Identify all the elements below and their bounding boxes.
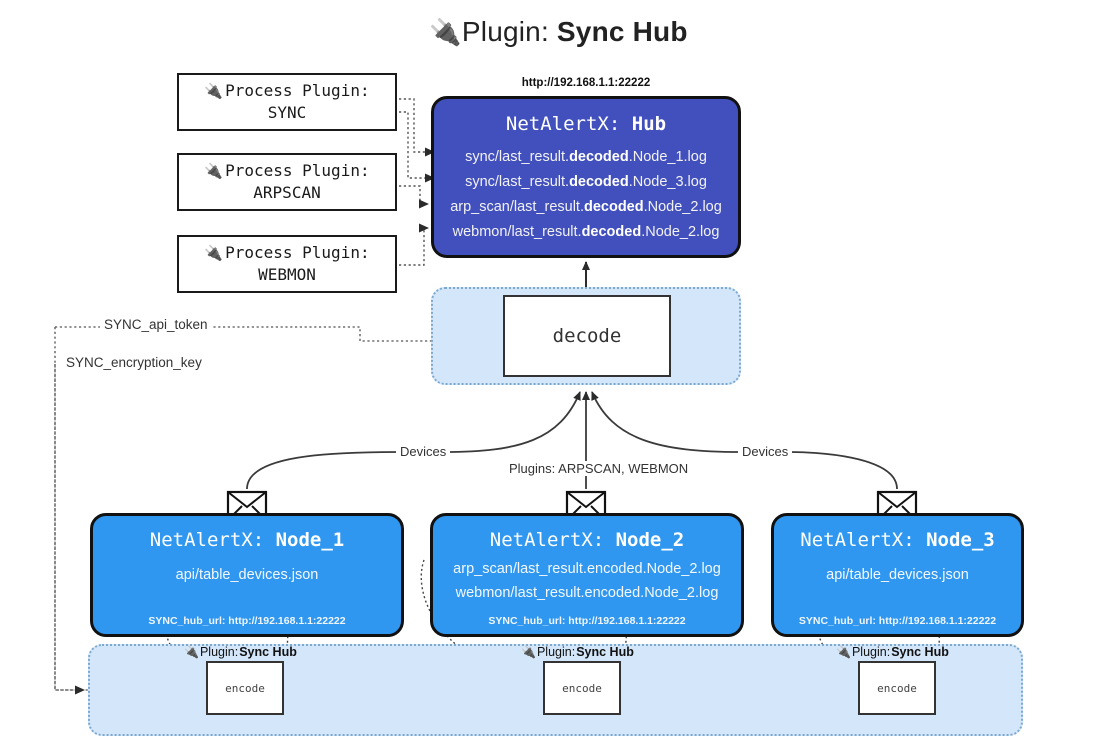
log-mid: decoded [569, 173, 629, 190]
encode-label: encode [562, 681, 602, 695]
hub-log-row: arp_scan/last_result.decoded.Node_2.log [450, 195, 722, 220]
node-line: api/table_devices.json [826, 567, 969, 583]
node-line: arp_scan/last_result.encoded.Node_2.log [453, 561, 721, 577]
node-title: NetAlertX: Node_3 [800, 529, 994, 551]
encoder-label-name: Sync Hub [891, 645, 949, 659]
node-title: NetAlertX: Node_1 [150, 529, 344, 551]
node-title-name: Node_1 [275, 529, 345, 551]
encoder-label-prefix: Plugin: [199, 645, 239, 659]
encoder-label-prefix: Plugin: [536, 645, 576, 659]
link-node3-curve-a [789, 451, 898, 490]
log-mid: decoded [581, 223, 642, 240]
node-footer: SYNC_hub_url: http://192.168.1.1:22222 [148, 615, 346, 627]
hub-url-label: http://192.168.1.1:22222 [521, 77, 651, 89]
link-webmon-to-log4 [399, 223, 429, 266]
plug-icon: 🔌 [429, 17, 462, 47]
hub-title-name: Hub [631, 113, 667, 135]
log-post: .Node_2.log [643, 198, 722, 215]
node-line: webmon/last_result.encoded.Node_2.log [455, 585, 719, 601]
node-title-prefix: NetAlertX: [489, 529, 616, 551]
log-pre: sync/last_result. [465, 149, 570, 165]
plug-icon: 🔌 [204, 82, 224, 101]
node-title-prefix: NetAlertX: [800, 529, 927, 551]
node-title-name: Node_2 [615, 529, 685, 551]
link-arpscan-to-log3 [399, 185, 429, 209]
process-plugin-label: Process Plugin: [225, 161, 370, 181]
log-pre: sync/last_result. [465, 173, 570, 190]
sync-encryption-key-label: SYNC_encryption_key [62, 355, 206, 370]
edge-label-plugins-center: Plugins: ARPSCAN, WEBMON [505, 461, 693, 476]
plug-icon: 🔌 [521, 645, 536, 659]
log-pre: arp_scan/last_result. [450, 198, 584, 215]
decode-box[interactable]: decode [503, 295, 671, 377]
link-node1-to-decode [443, 391, 581, 453]
link-sync-to-log2 [399, 111, 435, 183]
log-pre: webmon/last_result. [452, 223, 582, 240]
link-node3-to-decode [591, 391, 741, 453]
plug-icon: 🔌 [204, 244, 224, 263]
edge-label-devices-left: Devices [396, 444, 451, 459]
process-plugin-arpscan[interactable]: 🔌Process Plugin: ARPSCAN [177, 153, 397, 211]
log-mid: decoded [569, 149, 629, 165]
process-plugin-label: Process Plugin: [225, 243, 370, 263]
node-title: NetAlertX: Node_2 [490, 529, 684, 551]
process-plugin-label: Process Plugin: [225, 81, 370, 101]
process-plugin-name: SYNC [267, 103, 307, 122]
process-plugin-name: ARPSCAN [253, 183, 321, 202]
encoder-label-prefix: Plugin: [851, 645, 891, 659]
hub-log-row: sync/last_result.decoded.Node_3.log [465, 170, 707, 195]
plug-icon: 🔌 [184, 645, 199, 659]
encoder-label-3: 🔌Plugin: Sync Hub [836, 645, 949, 659]
process-plugin-webmon[interactable]: 🔌Process Plugin: WEBMON [177, 235, 397, 293]
encode-box-1[interactable]: encode [206, 661, 284, 715]
plug-icon: 🔌 [204, 162, 224, 181]
node-title-name: Node_3 [926, 529, 995, 551]
process-plugin-sync[interactable]: 🔌Process Plugin: SYNC [177, 73, 397, 131]
encoder-label-name: Sync Hub [576, 645, 634, 659]
node-footer: SYNC_hub_url: http://192.168.1.1:22222 [488, 615, 686, 627]
link-sync-to-log1 [399, 98, 435, 157]
encoder-label-name: Sync Hub [239, 645, 297, 659]
node-title-prefix: NetAlertX: [149, 529, 276, 551]
node-3[interactable]: NetAlertX: Node_3 api/table_devices.json… [771, 513, 1024, 637]
decode-label: decode [552, 325, 622, 347]
plug-icon: 🔌 [836, 645, 851, 659]
page-title-prefix: Plugin: [461, 16, 557, 47]
encoder-label-2: 🔌Plugin: Sync Hub [521, 645, 634, 659]
encoder-label-1: 🔌Plugin: Sync Hub [184, 645, 297, 659]
node-line: api/table_devices.json [175, 567, 319, 583]
encode-box-3[interactable]: encode [858, 661, 936, 715]
log-post: .Node_1.log [628, 149, 707, 165]
encode-box-2[interactable]: encode [543, 661, 621, 715]
hub-title: NetAlertX: Hub [506, 113, 666, 135]
log-post: .Node_3.log [628, 173, 707, 190]
page-title: 🔌Plugin: Sync Hub [0, 16, 1117, 48]
link-node1-curve-a [246, 451, 401, 490]
sync-api-token-label: SYNC_api_token [100, 317, 212, 332]
link-encryption-key-to-band [54, 364, 85, 695]
hub-log-row: sync/last_result.decoded.Node_1.log [465, 145, 707, 170]
edge-label-devices-right: Devices [738, 444, 793, 459]
page-title-name: Sync Hub [556, 16, 688, 47]
hub-title-prefix: NetAlertX: [505, 113, 632, 135]
log-mid: decoded [583, 198, 644, 215]
process-plugin-name: WEBMON [258, 265, 316, 284]
hub-node[interactable]: NetAlertX: Hub sync/last_result.decoded.… [431, 96, 741, 258]
node-2[interactable]: NetAlertX: Node_2 arp_scan/last_result.e… [430, 513, 744, 637]
encode-label: encode [877, 681, 917, 695]
log-post: .Node_2.log [641, 223, 720, 240]
encode-label: encode [225, 681, 265, 695]
node-1[interactable]: NetAlertX: Node_1 api/table_devices.json… [90, 513, 404, 637]
hub-log-row: webmon/last_result.decoded.Node_2.log [453, 220, 720, 245]
node-footer: SYNC_hub_url: http://192.168.1.1:22222 [798, 615, 997, 627]
